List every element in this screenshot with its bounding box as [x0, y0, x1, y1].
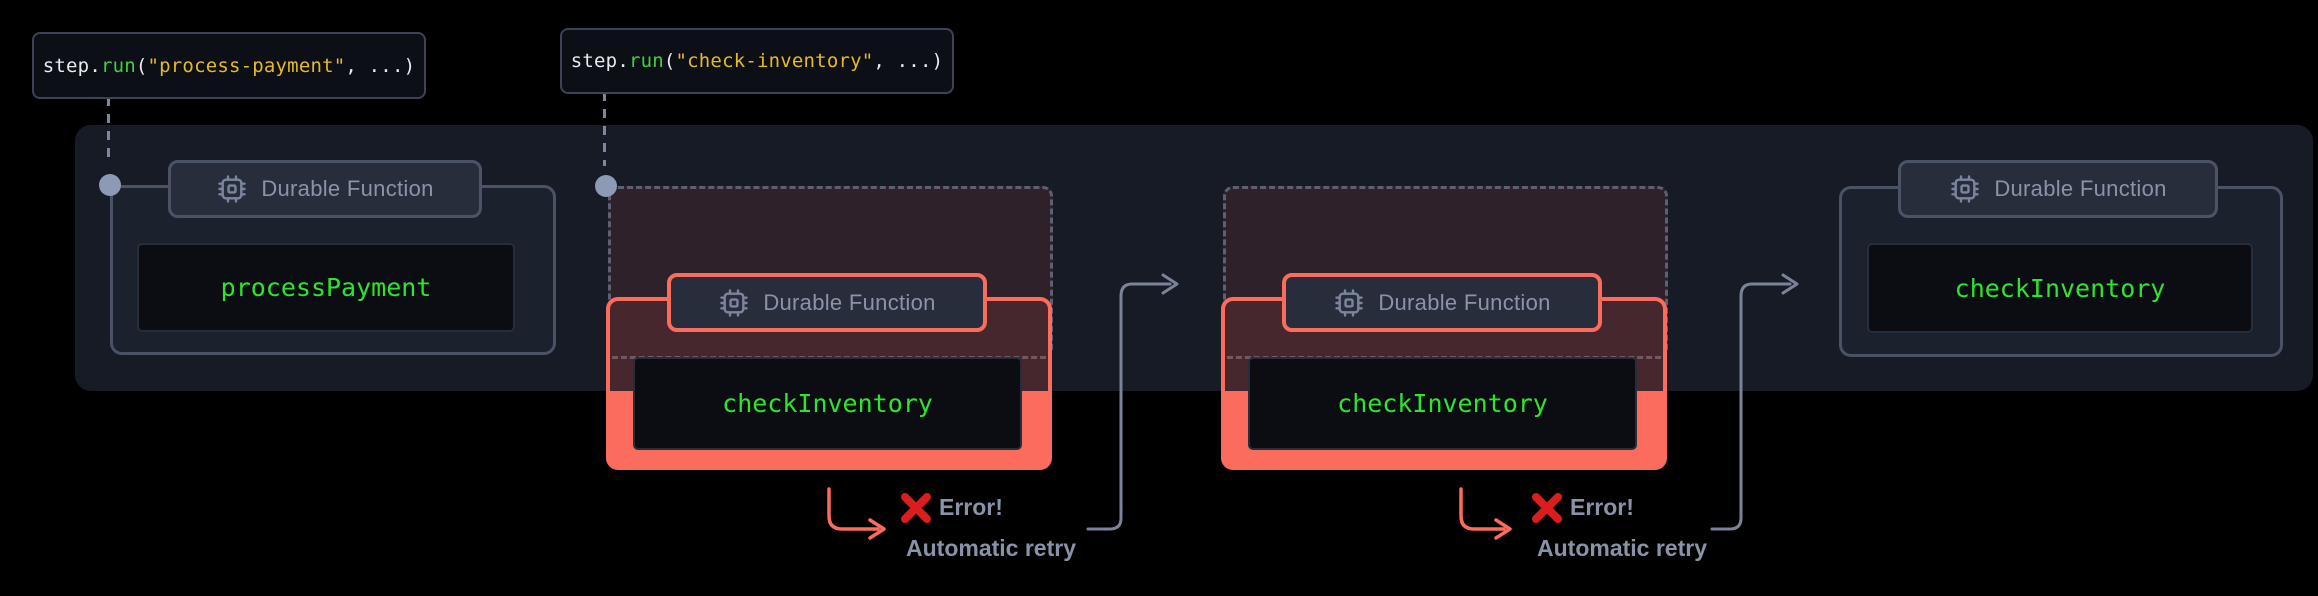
- code-token-paren: (: [663, 50, 676, 72]
- code-token-dot: .: [617, 50, 629, 72]
- code-token-method: run: [628, 50, 664, 72]
- badge-label: Durable Function: [1994, 176, 2167, 201]
- code-token-string: "process-payment": [147, 54, 346, 77]
- code-token-object: step: [570, 50, 618, 72]
- function-name-check-inventory: checkInventory: [633, 357, 1022, 450]
- dashed-connector-line: [107, 97, 110, 165]
- step-run-check-inventory-label: step.run("check-inventory", ...): [560, 28, 954, 94]
- anchor-dot: [99, 174, 121, 196]
- error-label: Error!: [939, 494, 1003, 520]
- code-token-string: "check-inventory": [675, 50, 874, 72]
- function-name-check-inventory: checkInventory: [1867, 243, 2253, 333]
- automatic-retry-label: Automatic retry: [906, 535, 1076, 561]
- function-name-check-inventory: checkInventory: [1248, 357, 1637, 450]
- function-name-text: checkInventory: [722, 389, 933, 418]
- cpu-chip-icon: [216, 173, 248, 205]
- error-arrow: [1459, 487, 1512, 540]
- anchor-dot: [595, 175, 617, 197]
- code-token-method: run: [100, 54, 136, 77]
- cpu-chip-icon: [1949, 173, 1981, 205]
- code-token-rest: , ...): [345, 54, 416, 77]
- code-token-paren: (: [135, 54, 148, 77]
- code-token-rest: , ...): [873, 50, 944, 72]
- step-run-process-payment-label: step.run("process-payment", ...): [32, 32, 426, 99]
- function-name-text: checkInventory: [1337, 389, 1548, 418]
- error-arrow: [827, 487, 886, 540]
- badge-label: Durable Function: [763, 289, 936, 315]
- error-label: Error!: [1570, 494, 1634, 520]
- code-token-object: step: [42, 54, 90, 77]
- error-x-icon: [1532, 493, 1562, 523]
- cpu-chip-icon: [718, 287, 750, 319]
- badge-label: Durable Function: [261, 176, 434, 201]
- function-name-text: checkInventory: [1954, 273, 2166, 303]
- function-name-text: processPayment: [220, 273, 432, 302]
- code-token-dot: .: [89, 54, 101, 77]
- durable-function-badge-error: Durable Function: [667, 273, 987, 332]
- durable-function-badge: Durable Function: [1898, 160, 2218, 218]
- badge-label: Durable Function: [1378, 289, 1551, 315]
- dashed-connector-line: [603, 92, 606, 166]
- function-name-process-payment: processPayment: [137, 243, 515, 332]
- durable-function-badge-error: Durable Function: [1282, 273, 1602, 332]
- durable-function-badge: Durable Function: [168, 160, 482, 218]
- error-x-icon: [901, 493, 931, 523]
- automatic-retry-label: Automatic retry: [1537, 535, 1707, 561]
- cpu-chip-icon: [1333, 287, 1365, 319]
